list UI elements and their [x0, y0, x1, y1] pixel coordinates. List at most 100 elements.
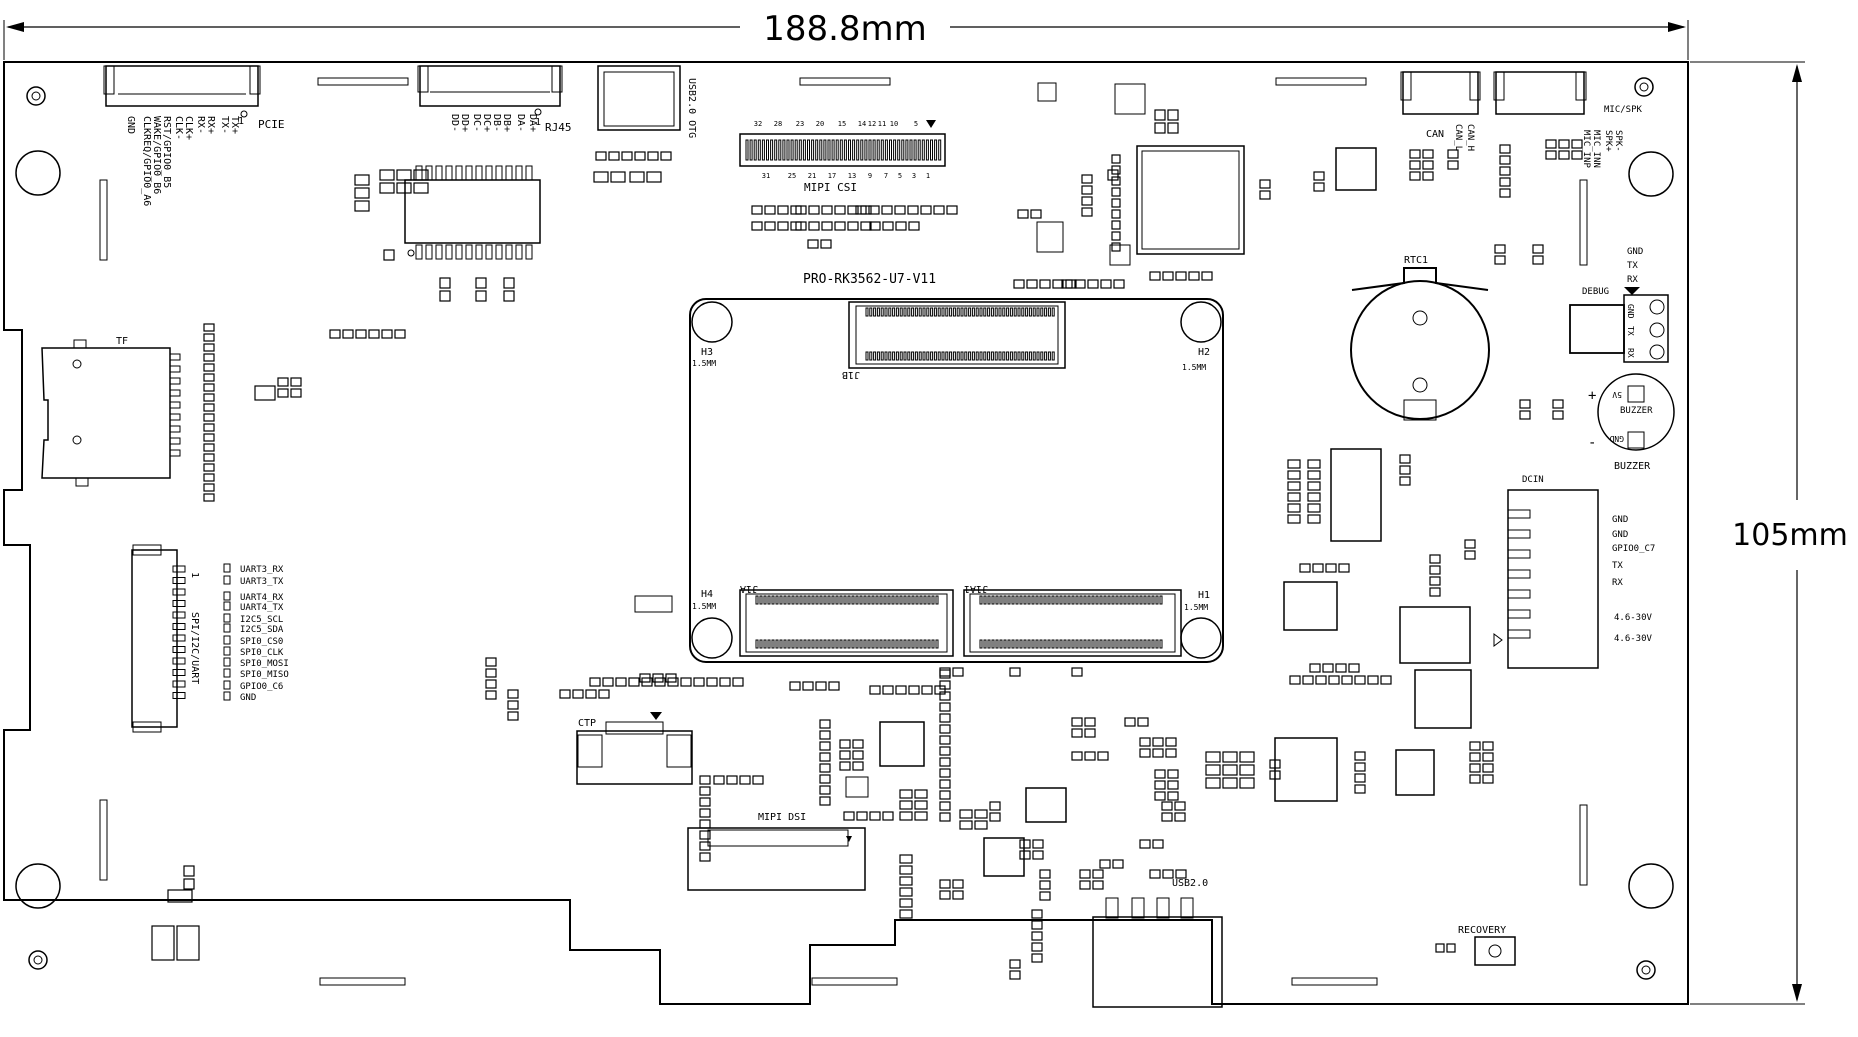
j1b-pin [945, 307, 949, 317]
height-dimension: 105mm [1690, 61, 1848, 1005]
j1a-pin [935, 639, 939, 649]
smd-pad [1322, 663, 1334, 673]
j1b-pin [983, 307, 987, 317]
j1a1-pin [1119, 595, 1123, 605]
j1b-pin [998, 307, 1002, 317]
smd-pad [485, 668, 497, 678]
smd-pad [379, 169, 395, 181]
j1a1-pin [1047, 595, 1051, 605]
j1a1-pin [999, 595, 1003, 605]
j1a1-pin [1139, 595, 1143, 605]
j1b-pin [869, 307, 873, 317]
smd-pad [1409, 171, 1421, 181]
smd-pad [1081, 196, 1093, 206]
smd-pad [1338, 563, 1350, 573]
smd-pad [1162, 869, 1174, 879]
j1b-pin [1036, 307, 1040, 317]
smd-pad [1222, 751, 1238, 763]
j1a-pin [763, 639, 767, 649]
smd-pad [860, 221, 872, 231]
smd-pad [354, 200, 370, 212]
j1a1-pin [979, 639, 983, 649]
j1b-pin [1006, 351, 1010, 361]
smd-pad [1201, 271, 1213, 281]
smd-pad [1071, 728, 1083, 738]
buzzer: + - 5V GND BUZZER BUZZER [1588, 373, 1675, 472]
debug-side-gnd: GND [1627, 247, 1643, 257]
smd-pad [485, 690, 497, 700]
smd-pad [1469, 752, 1481, 762]
j1b-pin [1009, 351, 1013, 361]
j1a-pin [755, 595, 759, 605]
csi-pin [864, 139, 868, 161]
smd-pad [1552, 410, 1564, 420]
smd-pad [989, 812, 1001, 822]
smd-pad [507, 689, 519, 699]
header-pad [223, 575, 231, 585]
misc-components [634, 82, 1472, 877]
csi-num-top-5: 14 [858, 120, 866, 128]
j1b-pin [987, 307, 991, 317]
j1b-pin [994, 351, 998, 361]
smd-pad [1307, 514, 1321, 524]
j1a1-pin [1051, 639, 1055, 649]
smd-pad [852, 750, 864, 760]
smd-pad [1111, 209, 1121, 219]
rj45-pin-0: DA+ [527, 114, 538, 132]
smd-pad [852, 739, 864, 749]
smd-pad [1409, 149, 1421, 159]
smd-pad [151, 925, 175, 961]
smd-pad [1348, 663, 1360, 673]
j1a1-pin [1003, 639, 1007, 649]
j1b-pin [941, 351, 945, 361]
smd-pad [1446, 943, 1456, 953]
j1b-pin [1021, 307, 1025, 317]
csi-pin [905, 139, 909, 161]
j1a-pin [915, 639, 919, 649]
j1b-pin [971, 307, 975, 317]
j1a-pin [799, 639, 803, 649]
smd-pad [1139, 748, 1151, 758]
ic-pin [465, 165, 473, 181]
j1b-pin [1032, 351, 1036, 361]
board-name: PRO-RK3562-U7-V11 [803, 272, 936, 287]
smd-pad [1380, 675, 1392, 685]
usb-otg-label: USB2.0 OTG [686, 78, 697, 138]
ic-pin [475, 165, 483, 181]
j1b-pin [922, 351, 926, 361]
smd-pad [1545, 139, 1557, 149]
smd-pad [959, 809, 973, 819]
csi-pin [794, 139, 798, 161]
j1a1-pin [995, 595, 999, 605]
j1a-pin [803, 639, 807, 649]
j1b-pin [926, 351, 930, 361]
dcin-pin-6: 4.6-30V [1614, 634, 1653, 644]
smd-pad [719, 677, 731, 687]
csi-pin [843, 139, 847, 161]
header-pin [172, 657, 186, 665]
csi-num-top-3: 20 [816, 120, 824, 128]
can-pin-l: CAN_L [1453, 124, 1463, 151]
recovery-button: RECOVERY [1458, 925, 1516, 966]
j1a-pin [775, 595, 779, 605]
j1b-pin [1044, 351, 1048, 361]
csi-pin [901, 139, 905, 161]
smd-pad [939, 746, 951, 756]
header-pin [172, 692, 186, 699]
smd-pad [203, 423, 215, 432]
smd-pad [847, 205, 859, 215]
csi-pin [848, 139, 851, 161]
smd-pad [869, 685, 881, 695]
j1a1-label: J1A1 [964, 583, 988, 594]
j1a-pin [843, 639, 847, 649]
csi-pin [925, 139, 929, 161]
csi-pin [831, 139, 835, 161]
spi-header-pin1: 1 [189, 572, 200, 578]
smd-pad [1052, 279, 1064, 289]
smd-pad [802, 681, 814, 691]
csi-pin [807, 139, 810, 161]
tf-card-slot: TF [41, 336, 181, 487]
smd-pad [1079, 880, 1091, 890]
smd-pad [939, 779, 951, 789]
header-pin-label: UART3_RX [240, 565, 284, 575]
